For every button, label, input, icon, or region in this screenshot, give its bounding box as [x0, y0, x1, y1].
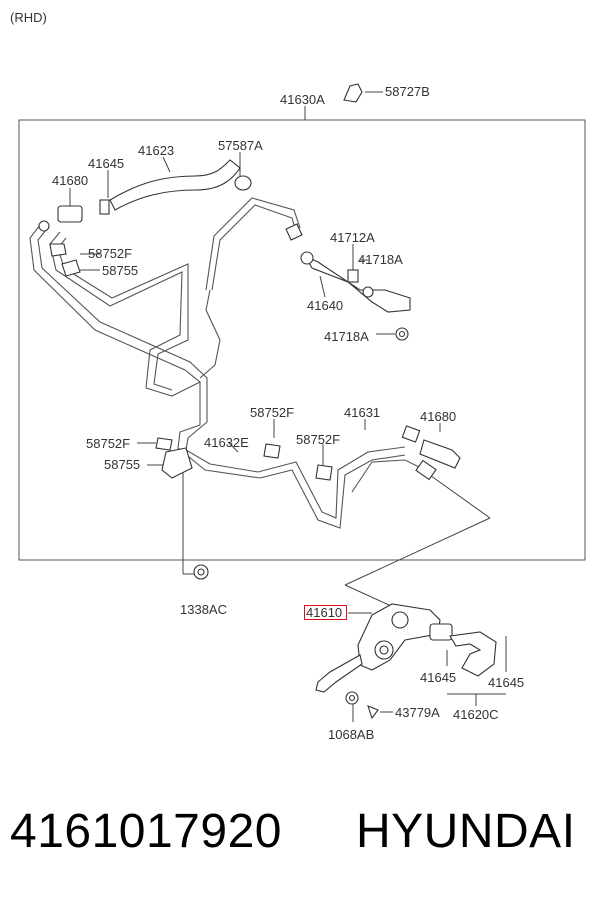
label-41640[interactable]: 41640	[307, 298, 344, 313]
hose-41620C-icon	[449, 631, 497, 677]
label-41631[interactable]: 41631	[344, 405, 381, 420]
connector-41680-icon	[57, 205, 83, 223]
label-1068AB[interactable]: 1068AB	[328, 727, 375, 742]
label-41645-top[interactable]: 41645	[88, 156, 125, 171]
label-41610[interactable]: 41610	[306, 605, 343, 620]
label-41680-top[interactable]: 41680	[52, 173, 89, 188]
clip-58755-icon	[61, 259, 81, 277]
hose-41640-icon	[303, 254, 411, 313]
label-41712A[interactable]: 41712A	[330, 230, 375, 245]
clamp-57587A-icon	[234, 175, 252, 191]
label-41620C[interactable]: 41620C	[453, 707, 499, 722]
label-41718A-a[interactable]: 41718A	[358, 252, 403, 267]
label-58752F-c[interactable]: 58752F	[86, 436, 131, 451]
label-58755-b[interactable]: 58755	[104, 457, 141, 472]
brand-name: HYUNDAI	[356, 805, 576, 858]
bolt-41712A-icon	[347, 269, 359, 283]
highlight-box-41610	[304, 605, 347, 620]
label-57587A[interactable]: 57587A	[218, 138, 263, 153]
label-41645-left[interactable]: 41645	[420, 670, 457, 685]
label-41632E[interactable]: 41632E	[204, 435, 249, 450]
label-41623[interactable]: 41623	[138, 143, 175, 158]
label-41630A[interactable]: 41630A	[280, 92, 325, 107]
hose-41623-icon	[109, 159, 241, 211]
clip-58752F-icon	[49, 243, 67, 257]
label-58752F-d[interactable]: 58752F	[296, 432, 341, 447]
connector-41680-right-icon	[419, 439, 461, 469]
label-43779A[interactable]: 43779A	[395, 705, 440, 720]
label-58752F-b[interactable]: 58752F	[250, 405, 295, 420]
label-58727B[interactable]: 58727B	[385, 84, 430, 99]
label-1338AC[interactable]: 1338AC	[180, 602, 227, 617]
variant-label: (RHD)	[10, 10, 47, 25]
clamp-41645-icon	[99, 199, 110, 215]
label-41718A-b[interactable]: 41718A	[324, 329, 369, 344]
washer-41718A-icon	[362, 286, 374, 298]
master-cylinder-41610-icon	[315, 603, 453, 693]
label-58752F-a[interactable]: 58752F	[88, 246, 133, 261]
assembly-frame	[18, 119, 586, 561]
label-58755-a[interactable]: 58755	[102, 263, 139, 278]
part-number: 4161017920	[10, 805, 282, 858]
clip-58727B-icon	[343, 83, 363, 103]
label-41680-right[interactable]: 41680	[420, 409, 457, 424]
pin-43779A-icon	[367, 705, 379, 720]
pipe-41630A-upper	[29, 224, 406, 529]
label-41645-right[interactable]: 41645	[488, 675, 525, 690]
